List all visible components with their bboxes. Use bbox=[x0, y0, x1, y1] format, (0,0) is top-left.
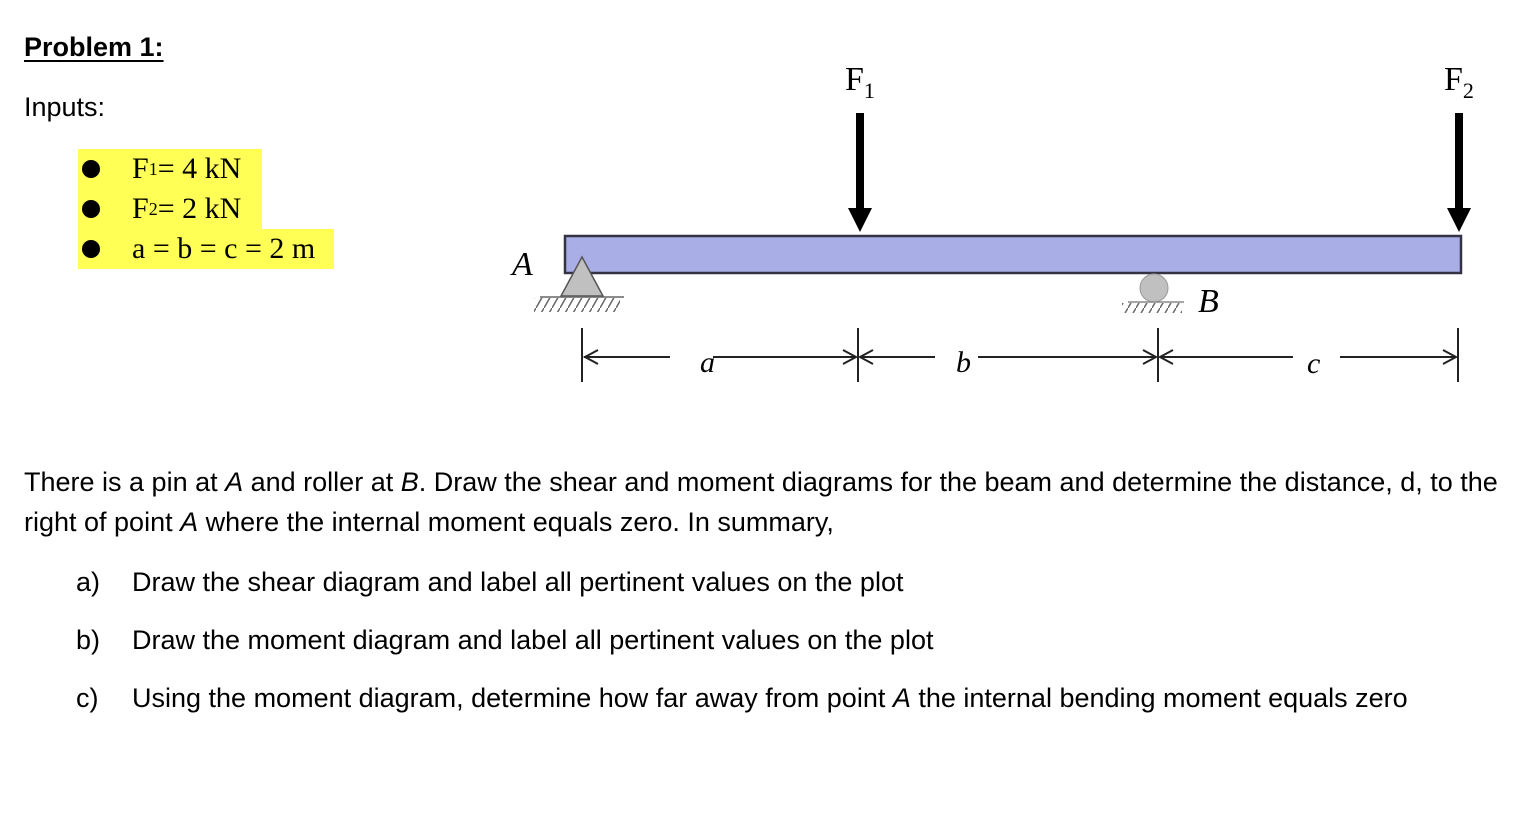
desc-point-b: B bbox=[400, 467, 419, 497]
pin-support-icon bbox=[534, 255, 624, 312]
task-a: a) Draw the shear diagram and label all … bbox=[76, 562, 1472, 602]
roller-support-icon bbox=[1122, 273, 1184, 313]
input-value: = 4 kN bbox=[157, 152, 242, 185]
task-b: b) Draw the moment diagram and label all… bbox=[76, 620, 1472, 660]
desc-point-a: A bbox=[180, 507, 199, 537]
task-text: Draw the moment diagram and label all pe… bbox=[132, 625, 934, 655]
force-f1-arrow-icon bbox=[848, 113, 872, 232]
problem-title: Problem 1: bbox=[24, 32, 164, 62]
bullet-icon bbox=[82, 160, 100, 178]
force-f1-label: F1 bbox=[845, 61, 875, 103]
dimension-c-label: c bbox=[1307, 347, 1320, 380]
task-text: Using the moment diagram, determine how … bbox=[132, 678, 1472, 718]
task-c: c) Using the moment diagram, determine h… bbox=[76, 678, 1472, 718]
dimension-b-label: b bbox=[956, 346, 971, 379]
problem-description: There is a pin at A and roller at B. Dra… bbox=[24, 462, 1504, 542]
desc-text: . Draw the shear and moment diagrams for… bbox=[24, 467, 1498, 537]
desc-text: There is a pin at bbox=[24, 467, 226, 497]
task-text-part: the internal bending moment equals zero bbox=[910, 683, 1408, 713]
task-label: b) bbox=[76, 625, 101, 655]
bullet-icon bbox=[82, 200, 100, 218]
task-text: Draw the shear diagram and label all per… bbox=[132, 567, 904, 597]
label-a: A bbox=[510, 246, 533, 283]
desc-point-a: A bbox=[225, 467, 244, 497]
desc-text: where the internal moment equals zero. I… bbox=[198, 507, 834, 537]
beam-diagram: A B F1 F2 a b c bbox=[510, 61, 1474, 382]
bullet-icon bbox=[82, 240, 100, 258]
dimension-lines bbox=[581, 328, 1459, 382]
input-item-lengths: a = b = c = 2 m bbox=[78, 229, 334, 269]
desc-text: and roller at bbox=[243, 467, 401, 497]
force-f2-arrow-icon bbox=[1447, 113, 1471, 232]
beam bbox=[563, 234, 1463, 275]
input-value: = 2 kN bbox=[157, 192, 242, 225]
task-point-a: A bbox=[892, 683, 911, 713]
task-label: c) bbox=[76, 683, 99, 713]
input-symbol: F bbox=[132, 192, 149, 225]
input-value: a = b = c = 2 m bbox=[132, 232, 316, 265]
label-b: B bbox=[1198, 283, 1219, 320]
inputs-label: Inputs: bbox=[24, 92, 106, 122]
task-text-part: Using the moment diagram, determine how … bbox=[132, 683, 893, 713]
input-symbol: F bbox=[132, 152, 149, 185]
task-label: a) bbox=[76, 567, 101, 597]
dimension-a-label: a bbox=[700, 346, 715, 379]
force-f2-label: F2 bbox=[1444, 61, 1474, 103]
